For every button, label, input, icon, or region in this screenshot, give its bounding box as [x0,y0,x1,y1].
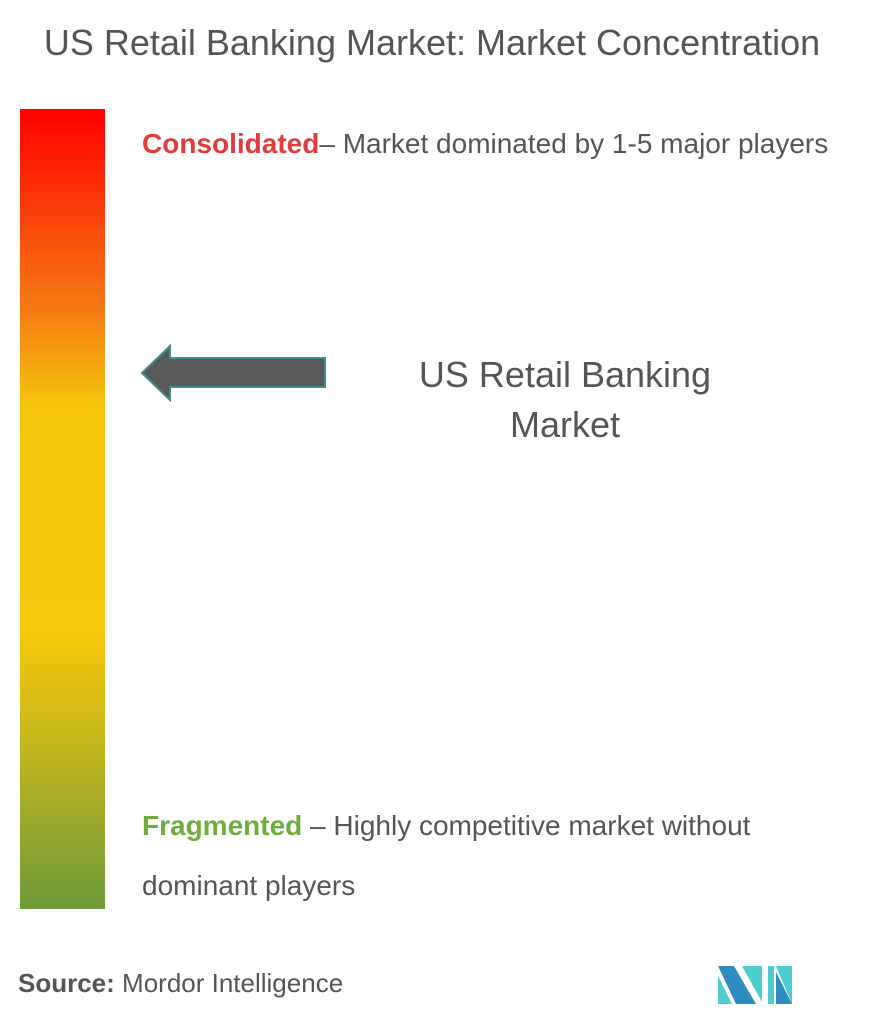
consolidated-label: Consolidated [142,128,320,159]
fragmented-description: Fragmented – Highly competitive market w… [142,796,842,916]
market-label: US Retail Banking Market [418,354,712,445]
consolidated-text: – Market dominated by 1-5 major players [319,128,829,159]
source-label: Source: [18,968,115,998]
fragmented-text: – Highly competitive market without domi… [142,810,751,901]
market-position-arrow-icon [140,343,326,403]
fragmented-label: Fragmented [142,810,303,841]
consolidated-description: Consolidated– Market dominated by 1-5 ma… [142,114,842,174]
chart-title: US Retail Banking Market: Market Concent… [43,22,821,63]
concentration-gradient-bar [20,109,105,909]
mordor-intelligence-logo-icon [718,966,792,1004]
source-text: Mordor Intelligence [114,968,344,998]
source-note: Source: Mordor Intelligence [18,968,343,999]
